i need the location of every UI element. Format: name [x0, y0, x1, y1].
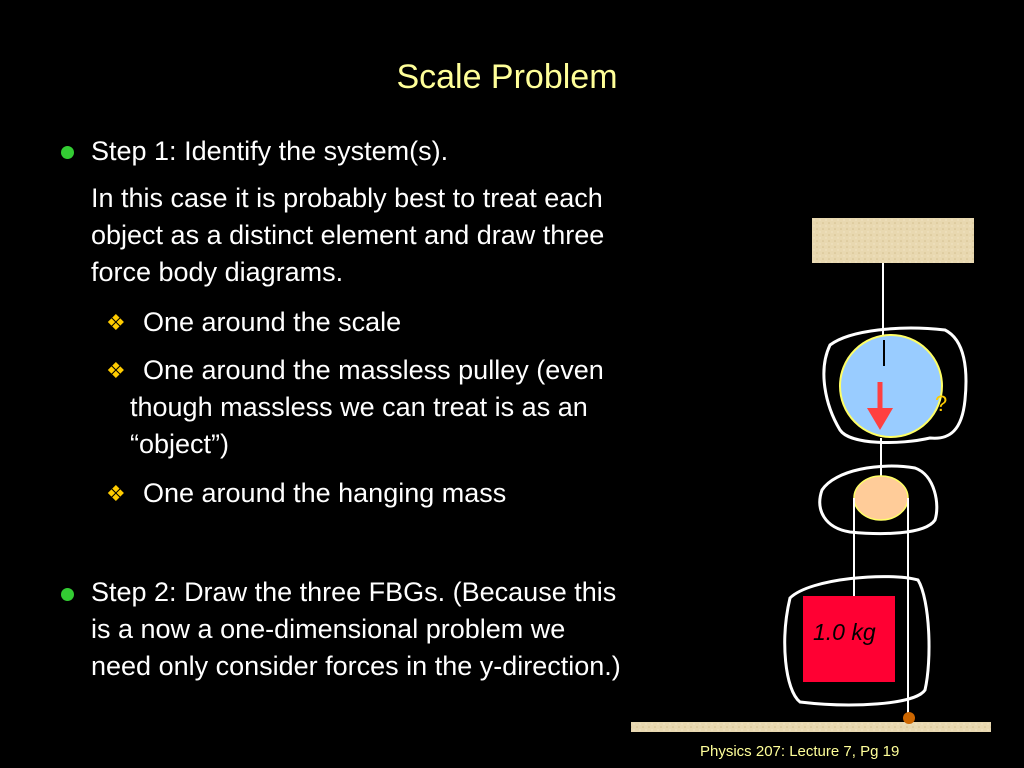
- slide-footer: Physics 207: Lecture 7, Pg 19: [700, 743, 900, 760]
- step2-line-2: is a now a one-dimensional problem we: [91, 614, 566, 644]
- step2-line-3: need only consider forces in the y-direc…: [91, 651, 621, 681]
- subitem-pulley-line-1: One around the massless pulley (even: [143, 355, 604, 385]
- subitem-scale: One around the scale: [143, 307, 402, 337]
- pulley-fbd-outline: [818, 464, 939, 536]
- step2-line-1: Step 2: Draw the three FBGs. (Because th…: [91, 577, 617, 607]
- step1-paragraph-line-2: object as a distinct element and draw th…: [91, 220, 605, 250]
- scale-pulley: [839, 334, 943, 438]
- scale-fbd-outline: [822, 326, 968, 445]
- step1-paragraph-line-1: In this case it is probably best to trea…: [91, 183, 603, 213]
- subitem-hanging-mass: One around the hanging mass: [143, 478, 507, 508]
- unknown-force-label: ?: [935, 391, 947, 416]
- diamond-bullet-icon: ❖: [106, 310, 126, 335]
- force-arrow-head-icon: [867, 408, 893, 430]
- floor-anchor: [903, 712, 915, 724]
- bullet-icon: [61, 588, 74, 601]
- diamond-bullet-icon: ❖: [106, 481, 126, 506]
- floor-block: [631, 722, 991, 732]
- mass-fbd-outline: [783, 575, 931, 707]
- step1-paragraph-line-3: force body diagrams.: [91, 257, 344, 287]
- massless-pulley: [853, 475, 909, 521]
- bullet-icon: [61, 146, 74, 159]
- subitem-pulley-line-2: though massless we can treat is as an: [130, 392, 588, 422]
- step1-heading: Step 1: Identify the system(s).: [91, 136, 449, 166]
- ceiling-block: [812, 218, 974, 263]
- diamond-bullet-icon: ❖: [106, 358, 126, 383]
- hanging-mass-block: [803, 596, 895, 682]
- mass-label: 1.0 kg: [813, 619, 876, 645]
- slide-title: Scale Problem: [396, 58, 618, 96]
- subitem-pulley-line-3: “object”): [130, 429, 230, 459]
